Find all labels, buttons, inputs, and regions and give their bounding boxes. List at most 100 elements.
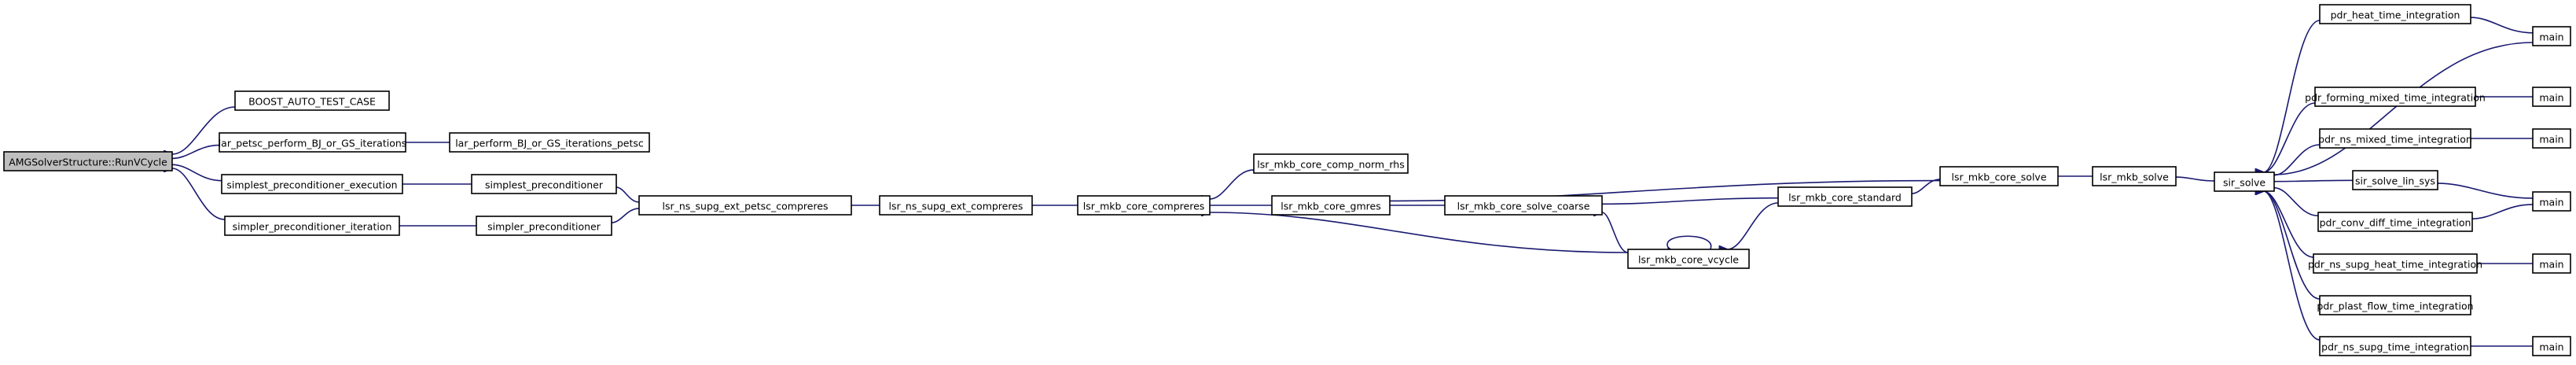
node-box — [476, 216, 612, 236]
node-label: pdr_ns_supg_heat_time_integration — [2308, 259, 2482, 271]
edge-boost-to-amg — [172, 106, 236, 154]
node-standard[interactable]: lsr_mkb_core_standard — [1777, 186, 1913, 207]
edge-main4-to-conv-diff — [2472, 204, 2534, 219]
node-box — [219, 132, 406, 153]
node-box — [1253, 153, 1409, 174]
node-coarse[interactable]: lsr_mkb_core_solve_coarse — [1444, 195, 1603, 216]
node-label: sir_solve_lin_sys — [2355, 175, 2435, 187]
node-main6[interactable]: main — [2532, 336, 2571, 356]
node-box — [2092, 166, 2177, 186]
node-forming[interactable]: pdr_forming_mixed_time_integration — [2305, 87, 2486, 107]
node-label: BOOST_AUTO_TEST_CASE — [248, 96, 376, 108]
node-box — [2313, 253, 2478, 274]
edge-ns-mixed-to-sir-solve — [2274, 144, 2321, 175]
node-core-solve[interactable]: lsr_mkb_core_solve — [1939, 166, 2059, 186]
node-box — [1939, 166, 2059, 186]
node-gmres[interactable]: lsr_mkb_core_gmres — [1271, 195, 1391, 216]
node-label: main — [2539, 31, 2563, 43]
node-heat[interactable]: pdr_heat_time_integration — [2319, 4, 2471, 24]
node-label: AMGSolverStructure::RunVCycle — [9, 157, 167, 168]
edge-simplest-exec-to-amg — [172, 164, 222, 182]
node-box — [879, 195, 1033, 216]
edge-core-solve-to-standard — [1912, 179, 1941, 194]
node-sir-lin[interactable]: sir_solve_lin_sys — [2352, 170, 2438, 190]
node-amg[interactable]: AMGSolverStructure::RunVCycle — [3, 151, 173, 171]
node-simpler-prec[interactable]: simpler_preconditioner — [476, 216, 612, 236]
edge-supg-heat-to-sir-solve — [2263, 191, 2314, 258]
node-norm-rhs[interactable]: lsr_mkb_core_comp_norm_rhs — [1253, 153, 1409, 174]
node-simplest-exec[interactable]: simplest_preconditioner_execution — [221, 174, 403, 194]
nodes-layer: AMGSolverStructure::RunVCycle BOOST_AUTO_… — [3, 4, 2571, 356]
node-label: simplest_preconditioner — [485, 179, 604, 191]
edge-supg-petsc-to-simpler-prec — [612, 208, 640, 223]
node-label: lsr_mkb_solve — [2100, 171, 2169, 183]
node-supg-ext[interactable]: lsr_ns_supg_ext_compreres — [879, 195, 1033, 216]
edge-supg-time-to-sir-solve — [2263, 191, 2321, 341]
node-conv-diff[interactable]: pdr_conv_diff_time_integration — [2317, 212, 2473, 232]
node-label: lsr_mkb_core_standard — [1788, 192, 1902, 204]
node-supg-heat[interactable]: pdr_ns_supg_heat_time_integration — [2308, 253, 2482, 274]
node-plast[interactable]: pdr_plast_flow_time_integration — [2317, 295, 2474, 315]
edges-layer — [172, 17, 2534, 346]
node-box — [2317, 212, 2473, 232]
node-label: lsr_mkb_core_solve — [1951, 171, 2046, 183]
node-boost[interactable]: BOOST_AUTO_TEST_CASE — [234, 90, 390, 111]
edge-plast-to-sir-solve — [2263, 191, 2321, 300]
node-supg-petsc[interactable]: lsr_ns_supg_ext_petsc_compreres — [638, 195, 852, 216]
edge-norm-rhs-to-core-comp — [1210, 169, 1255, 199]
node-box — [1444, 195, 1603, 216]
node-label: sir_solve — [2223, 177, 2265, 189]
node-main5[interactable]: main — [2532, 253, 2571, 274]
node-box — [2532, 87, 2571, 107]
node-label: main — [2539, 341, 2563, 353]
node-label: lsr_mkb_core_solve_coarse — [1457, 201, 1590, 212]
edge-lar-bj-to-amg — [172, 144, 220, 159]
node-box — [1777, 186, 1913, 207]
node-box — [2352, 170, 2438, 190]
node-main1[interactable]: main — [2532, 26, 2571, 46]
node-box — [638, 195, 852, 216]
node-box — [2319, 336, 2471, 356]
node-ns-mixed[interactable]: pdr_ns_mixed_time_integration — [2318, 128, 2472, 149]
node-box — [2532, 336, 2571, 356]
node-label: lar_petsc_perform_BJ_or_GS_iterations — [219, 138, 407, 149]
node-label: lsr_mkb_core_vcycle — [1638, 254, 1739, 266]
node-simplest-prec[interactable]: simplest_preconditioner — [471, 174, 617, 194]
node-label: lsr_ns_supg_ext_compreres — [889, 201, 1023, 212]
node-label: main — [2539, 259, 2563, 271]
node-box — [2319, 128, 2471, 149]
node-box — [2532, 26, 2571, 46]
edge-standard-to-coarse — [1602, 197, 1779, 205]
node-lar-bj[interactable]: lar_petsc_perform_BJ_or_GS_iterations — [219, 132, 407, 153]
edge-conv-diff-to-sir-solve — [2274, 188, 2319, 217]
edge-supg-petsc-to-simplest-prec — [616, 187, 640, 203]
node-label: simpler_preconditioner — [487, 221, 601, 233]
node-main3[interactable]: main — [2532, 128, 2571, 149]
node-box — [2532, 253, 2571, 274]
node-box — [2532, 128, 2571, 149]
edge-main4-to-sir-lin — [2438, 183, 2534, 199]
node-sir-solve[interactable]: sir_solve — [2214, 171, 2275, 192]
node-label: main — [2539, 197, 2563, 208]
node-vcycle[interactable]: lsr_mkb_core_vcycle — [1627, 249, 1750, 269]
node-box — [1271, 195, 1391, 216]
node-label: pdr_ns_mixed_time_integration — [2318, 134, 2472, 146]
node-box — [2314, 87, 2476, 107]
node-lar-bj2[interactable]: lar_perform_BJ_or_GS_iterations_petsc — [449, 132, 650, 153]
node-label: main — [2539, 92, 2563, 104]
edge-simpler-iter-to-amg — [172, 168, 226, 220]
node-main4[interactable]: main — [2532, 191, 2571, 212]
node-box — [449, 132, 650, 153]
node-label: lsr_mkb_core_comp_norm_rhs — [1257, 159, 1404, 171]
node-box — [3, 151, 173, 171]
node-label: lar_perform_BJ_or_GS_iterations_petsc — [455, 138, 644, 149]
node-label: lsr_mkb_core_compreres — [1083, 201, 1205, 212]
node-supg-time[interactable]: pdr_ns_supg_time_integration — [2319, 336, 2471, 356]
node-box — [1077, 195, 1211, 216]
node-mkb-solve[interactable]: lsr_mkb_solve — [2092, 166, 2177, 186]
node-main2[interactable]: main — [2532, 87, 2571, 107]
node-core-comp[interactable]: lsr_mkb_core_compreres — [1077, 195, 1211, 216]
node-box — [2319, 295, 2471, 315]
node-simpler-iter[interactable]: simpler_preconditioner_iteration — [224, 216, 400, 236]
